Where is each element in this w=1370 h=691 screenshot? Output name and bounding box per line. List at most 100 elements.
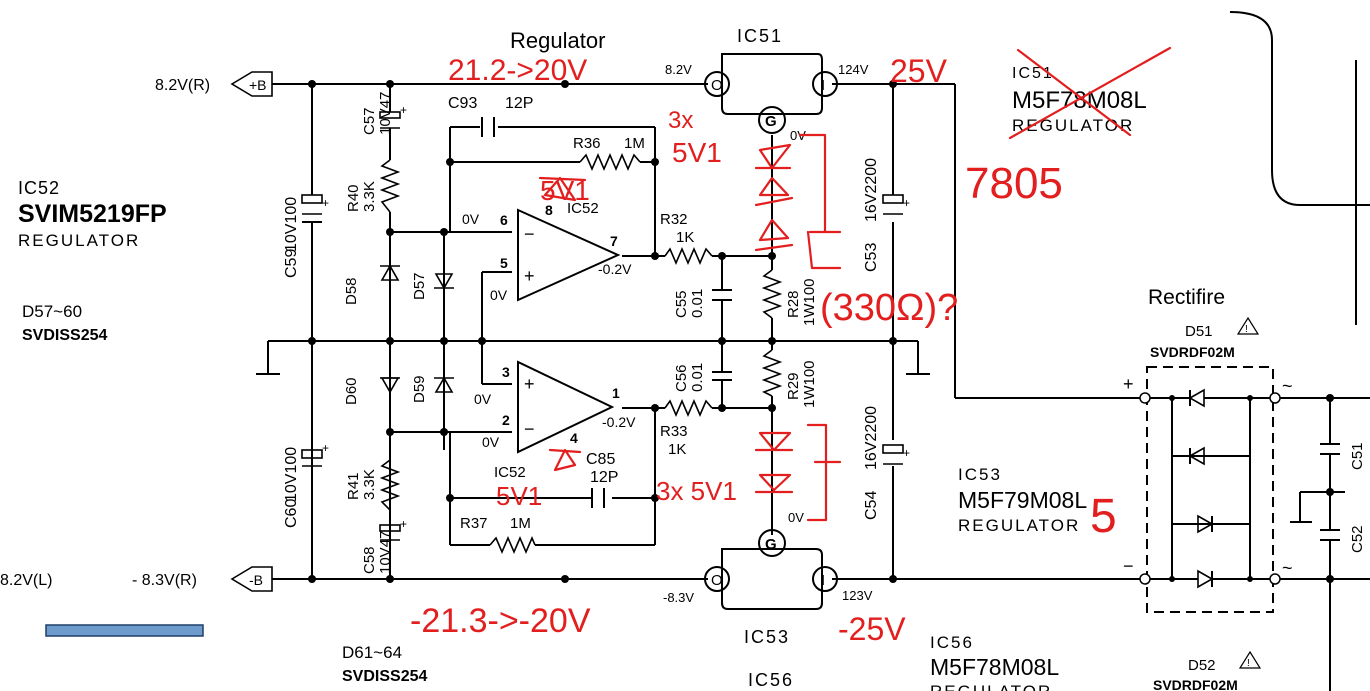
ic53-info-part: M5F79M08L (958, 487, 1087, 513)
svg-text:!: ! (1247, 658, 1250, 669)
svg-text:C53: C53 (863, 243, 880, 272)
d51-warning-icon: ! (1236, 316, 1260, 335)
svg-text:C56: C56 (673, 364, 690, 392)
svg-text:+: + (524, 374, 535, 394)
resistor-r32: R32 1K (660, 211, 713, 266)
svg-text:-0.2V: -0.2V (602, 414, 636, 430)
svg-text:R37: R37 (460, 515, 488, 532)
svg-text:R36: R36 (573, 135, 601, 152)
pos-rail-terminal: +B (230, 71, 273, 97)
ic53-info-name: IC53 (958, 465, 1002, 484)
svg-text:!: ! (1245, 324, 1248, 335)
cap-c85: C85 12P (586, 451, 618, 508)
svg-text:C52: C52 (1349, 525, 1366, 553)
svg-text:D60: D60 (343, 377, 360, 405)
annot-330: (330Ω)? (820, 287, 958, 329)
annot-7805: 7805 (965, 159, 1063, 208)
svg-text:0.01: 0.01 (689, 363, 706, 392)
svg-text:124V: 124V (838, 62, 869, 77)
cap-c59: + C59 10V100 (283, 194, 329, 278)
svg-text:I: I (821, 572, 825, 589)
svg-text:3: 3 (502, 364, 510, 380)
ic56-info-part: M5F78M08L (930, 654, 1059, 680)
svg-text:1: 1 (612, 385, 620, 401)
d57-60-ref: D57~60 (22, 302, 82, 321)
svg-text:1M: 1M (624, 135, 645, 152)
highlight-bar (45, 624, 204, 637)
d61-64-ref: D61~64 (342, 643, 402, 662)
svg-text:16V2200: 16V2200 (863, 406, 880, 470)
svg-text:R32: R32 (660, 211, 688, 228)
wires (256, 11, 1370, 691)
annot-5v1-opamp-bot: 5V1 (496, 481, 542, 511)
svg-text:10V47: 10V47 (377, 531, 394, 574)
svg-text:−: − (524, 419, 535, 439)
svg-text:C93: C93 (448, 95, 477, 112)
d52-part: SVDRDF02M (1153, 677, 1238, 691)
svg-text:C54: C54 (863, 491, 880, 520)
svg-text:R41: R41 (345, 472, 362, 500)
svg-text:1W100: 1W100 (801, 278, 818, 326)
svg-text:+: + (400, 103, 407, 117)
rect-ac-top: ~ (1282, 376, 1293, 396)
annot-top-in: 21.2->20V (448, 54, 587, 87)
annot-3x: 3x (668, 107, 693, 134)
svg-text:IC53: IC53 (744, 627, 790, 647)
cap-c56: C56 0.01 (673, 363, 732, 392)
junction-dots (308, 80, 1334, 583)
rect-plus: + (1123, 374, 1134, 394)
ic51-info-part: M5F78M08L (1012, 87, 1147, 114)
d61-64-part: SVDISS254 (342, 668, 427, 685)
resistor-r37: R37 1M (460, 515, 536, 555)
svg-text:0V: 0V (462, 211, 480, 227)
rect-minus: − (1123, 556, 1134, 576)
svg-text:+B: +B (249, 77, 267, 93)
svg-text:0V: 0V (474, 391, 492, 407)
resistor-r40: R40 3.3K (345, 159, 401, 213)
annot-bot-out: -25V (838, 611, 906, 647)
cap-c58: + C58 10V47 (361, 517, 407, 574)
svg-text:0.01: 0.01 (689, 289, 706, 318)
svg-text:C59: C59 (283, 249, 300, 278)
svg-text:D57: D57 (411, 272, 428, 300)
neg-rail-terminal: -B (230, 566, 273, 592)
svg-text:0V: 0V (790, 128, 806, 143)
svg-text:10V100: 10V100 (283, 447, 300, 502)
svg-text:-0.2V: -0.2V (598, 261, 632, 277)
svg-text:G: G (765, 536, 777, 553)
svg-text:C55: C55 (673, 290, 690, 318)
diode-d57: D57 (411, 272, 454, 300)
cap-c52: C52 (1320, 525, 1366, 553)
svg-text:1W100: 1W100 (801, 360, 818, 408)
svg-text:12P: 12P (505, 95, 533, 112)
cap-c54: + C54 16V2200 (863, 406, 910, 520)
neg-input-right-label: - 8.3V(R) (132, 572, 197, 589)
svg-text:1K: 1K (676, 229, 694, 246)
annot-5: 5 (1090, 490, 1117, 543)
cap-c93: C93 12P (448, 95, 533, 137)
svg-text:IC52: IC52 (567, 200, 599, 217)
svg-text:-B: -B (249, 572, 263, 588)
svg-text:R29: R29 (785, 372, 802, 400)
svg-text:G: G (765, 113, 777, 130)
diode-d58: D58 (343, 264, 400, 305)
svg-text:+: + (322, 196, 329, 210)
resistor-r36: R36 1M (573, 135, 645, 172)
regulator-ic53: O I G IC53 -8.3V 123V 0V (663, 510, 873, 647)
ic52-desc: REGULATOR (18, 231, 140, 250)
svg-text:1M: 1M (510, 515, 531, 532)
svg-text:+: + (524, 266, 535, 286)
diode-d60: D60 (343, 377, 400, 405)
opamp-bottom: + − 3 2 1 4 0V 0V -0.2V IC52 (474, 360, 636, 481)
regulator-ic51: O I G IC51 8.2V 124V 0V (665, 26, 869, 143)
svg-text:+: + (400, 517, 407, 531)
svg-text:R33: R33 (660, 423, 688, 440)
svg-text:D58: D58 (343, 277, 360, 305)
resistor-r29: R29 1W100 (761, 349, 818, 408)
d52-ref: D52 (1188, 657, 1216, 674)
svg-text:D59: D59 (411, 375, 428, 403)
bridge-diodes (1139, 388, 1281, 589)
svg-text:C85: C85 (586, 451, 615, 468)
svg-text:R40: R40 (345, 184, 362, 212)
